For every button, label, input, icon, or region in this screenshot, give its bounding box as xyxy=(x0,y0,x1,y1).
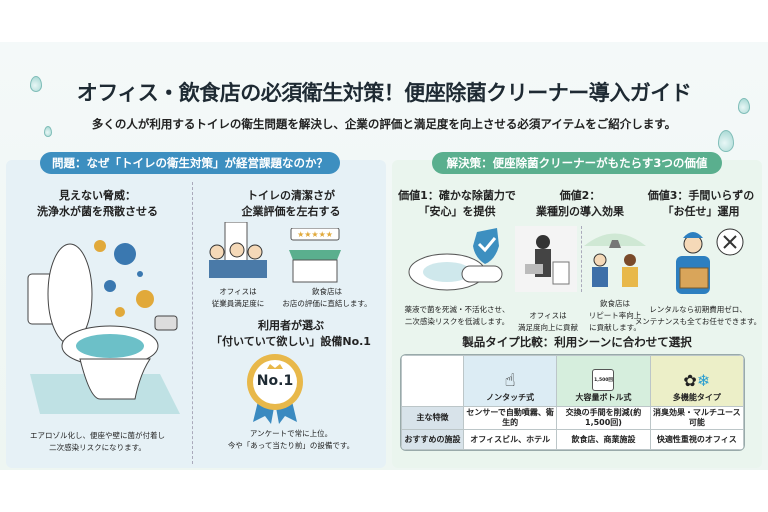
water-drop-icon xyxy=(738,98,750,114)
divider xyxy=(192,182,193,464)
restaurant-diners-illustration xyxy=(584,233,646,287)
water-drop-icon xyxy=(30,76,42,92)
table-row: おすすめの施設 オフィスビル、ホテル 飲食店、商業施設 快適性重視のオフィス xyxy=(401,429,744,450)
value3-caption: レンタルなら初期費用ゼロ、メンテナンスも全てお任せできます。 xyxy=(634,305,762,326)
reputation-heading: トイレの清潔さが企業評価を左右する xyxy=(241,189,341,218)
column-header-multifunction: ✿❄多機能タイプ xyxy=(649,355,744,407)
value1-caption: 薬液で菌を死滅・不活化させ、二次感染リスクを低減します。 xyxy=(404,305,510,326)
no1-badge-icon xyxy=(247,354,303,424)
comparison-title: 製品タイプ比較：利用シーンに合わせて選択 xyxy=(462,335,692,349)
value1-heading: 価値1：確かな除菌力で「安心」を提供 xyxy=(398,189,516,218)
water-drop-icon xyxy=(718,130,734,152)
page-title: オフィス・飲食店の必須衛生対策！便座除菌クリーナー導入ガイド xyxy=(76,81,692,105)
maintenance-staff-illustration xyxy=(676,228,744,294)
threat-caption: エアロゾル化し、便座や壁に菌が付着し二次感染リスクになります。 xyxy=(30,431,165,452)
office-worker-illustration xyxy=(515,226,577,292)
value2-heading: 価値2：業種別の導入効果 xyxy=(536,189,624,218)
ranking-caption: アンケートで常に上位。今や「あって当たり前」の設備です。 xyxy=(227,429,355,450)
solution-heading: 解決策：便座除菌クリーナーがもたらす3つの価値 xyxy=(432,152,722,174)
office-workers-illustration xyxy=(209,222,267,278)
problem-heading: 問題：なぜ「トイレの衛生対策」が経営課題なのか？ xyxy=(40,152,340,174)
column-header-nontouch: ☝ノンタッチ式 xyxy=(462,355,558,407)
hand-sensor-icon: ☝ xyxy=(504,370,516,391)
comparison-table: ☝ノンタッチ式 1,500回大容量ボトル式 ✿❄多機能タイプ 主な特徴 センサー… xyxy=(400,354,745,451)
flower-snowflake-icon: ✿❄ xyxy=(683,371,711,390)
column-header-bottle: 1,500回大容量ボトル式 xyxy=(556,355,651,407)
page-subtitle: 多くの人が利用するトイレの衛生問題を解決し、企業の評価と満足度を向上させる必須ア… xyxy=(91,117,677,131)
value2-restaurant-caption: 飲食店はリピート率向上に貢献します。 xyxy=(588,299,642,332)
sanitizing-seat-illustration xyxy=(408,228,503,291)
value3-heading: 価値3：手間いらずの「お任せ」運用 xyxy=(647,189,755,218)
threat-heading: 見えない脅威：洗浄水が菌を飛散させる xyxy=(37,189,158,218)
restaurant-storefront-illustration: ★★★★★ xyxy=(289,228,341,283)
restaurant-caption: 飲食店はお店の評価に直結します。 xyxy=(282,287,372,308)
office-caption: オフィスは従業員満足度に xyxy=(211,287,265,308)
infographic: オフィス・飲食店の必須衛生対策！便座除菌クリーナー導入ガイド 多くの人が利用する… xyxy=(0,42,768,470)
divider xyxy=(581,226,582,292)
bottle-icon: 1,500回 xyxy=(592,369,615,391)
svg-text:★★★★★: ★★★★★ xyxy=(297,230,333,239)
badge-text: No.1 xyxy=(256,373,294,389)
ranking-heading: 利用者が選ぶ「付いていて欲しい」設備No.1 xyxy=(211,319,371,348)
water-drop-icon xyxy=(44,126,52,137)
value2-office-caption: オフィスは満足度向上に貢献 xyxy=(518,311,578,332)
toilet-germs-illustration xyxy=(27,240,180,414)
table-row: 主な特徴 センサーで自動噴霧、衛生的 交換の手間を削減(約1,500回) 消臭効… xyxy=(401,406,744,430)
